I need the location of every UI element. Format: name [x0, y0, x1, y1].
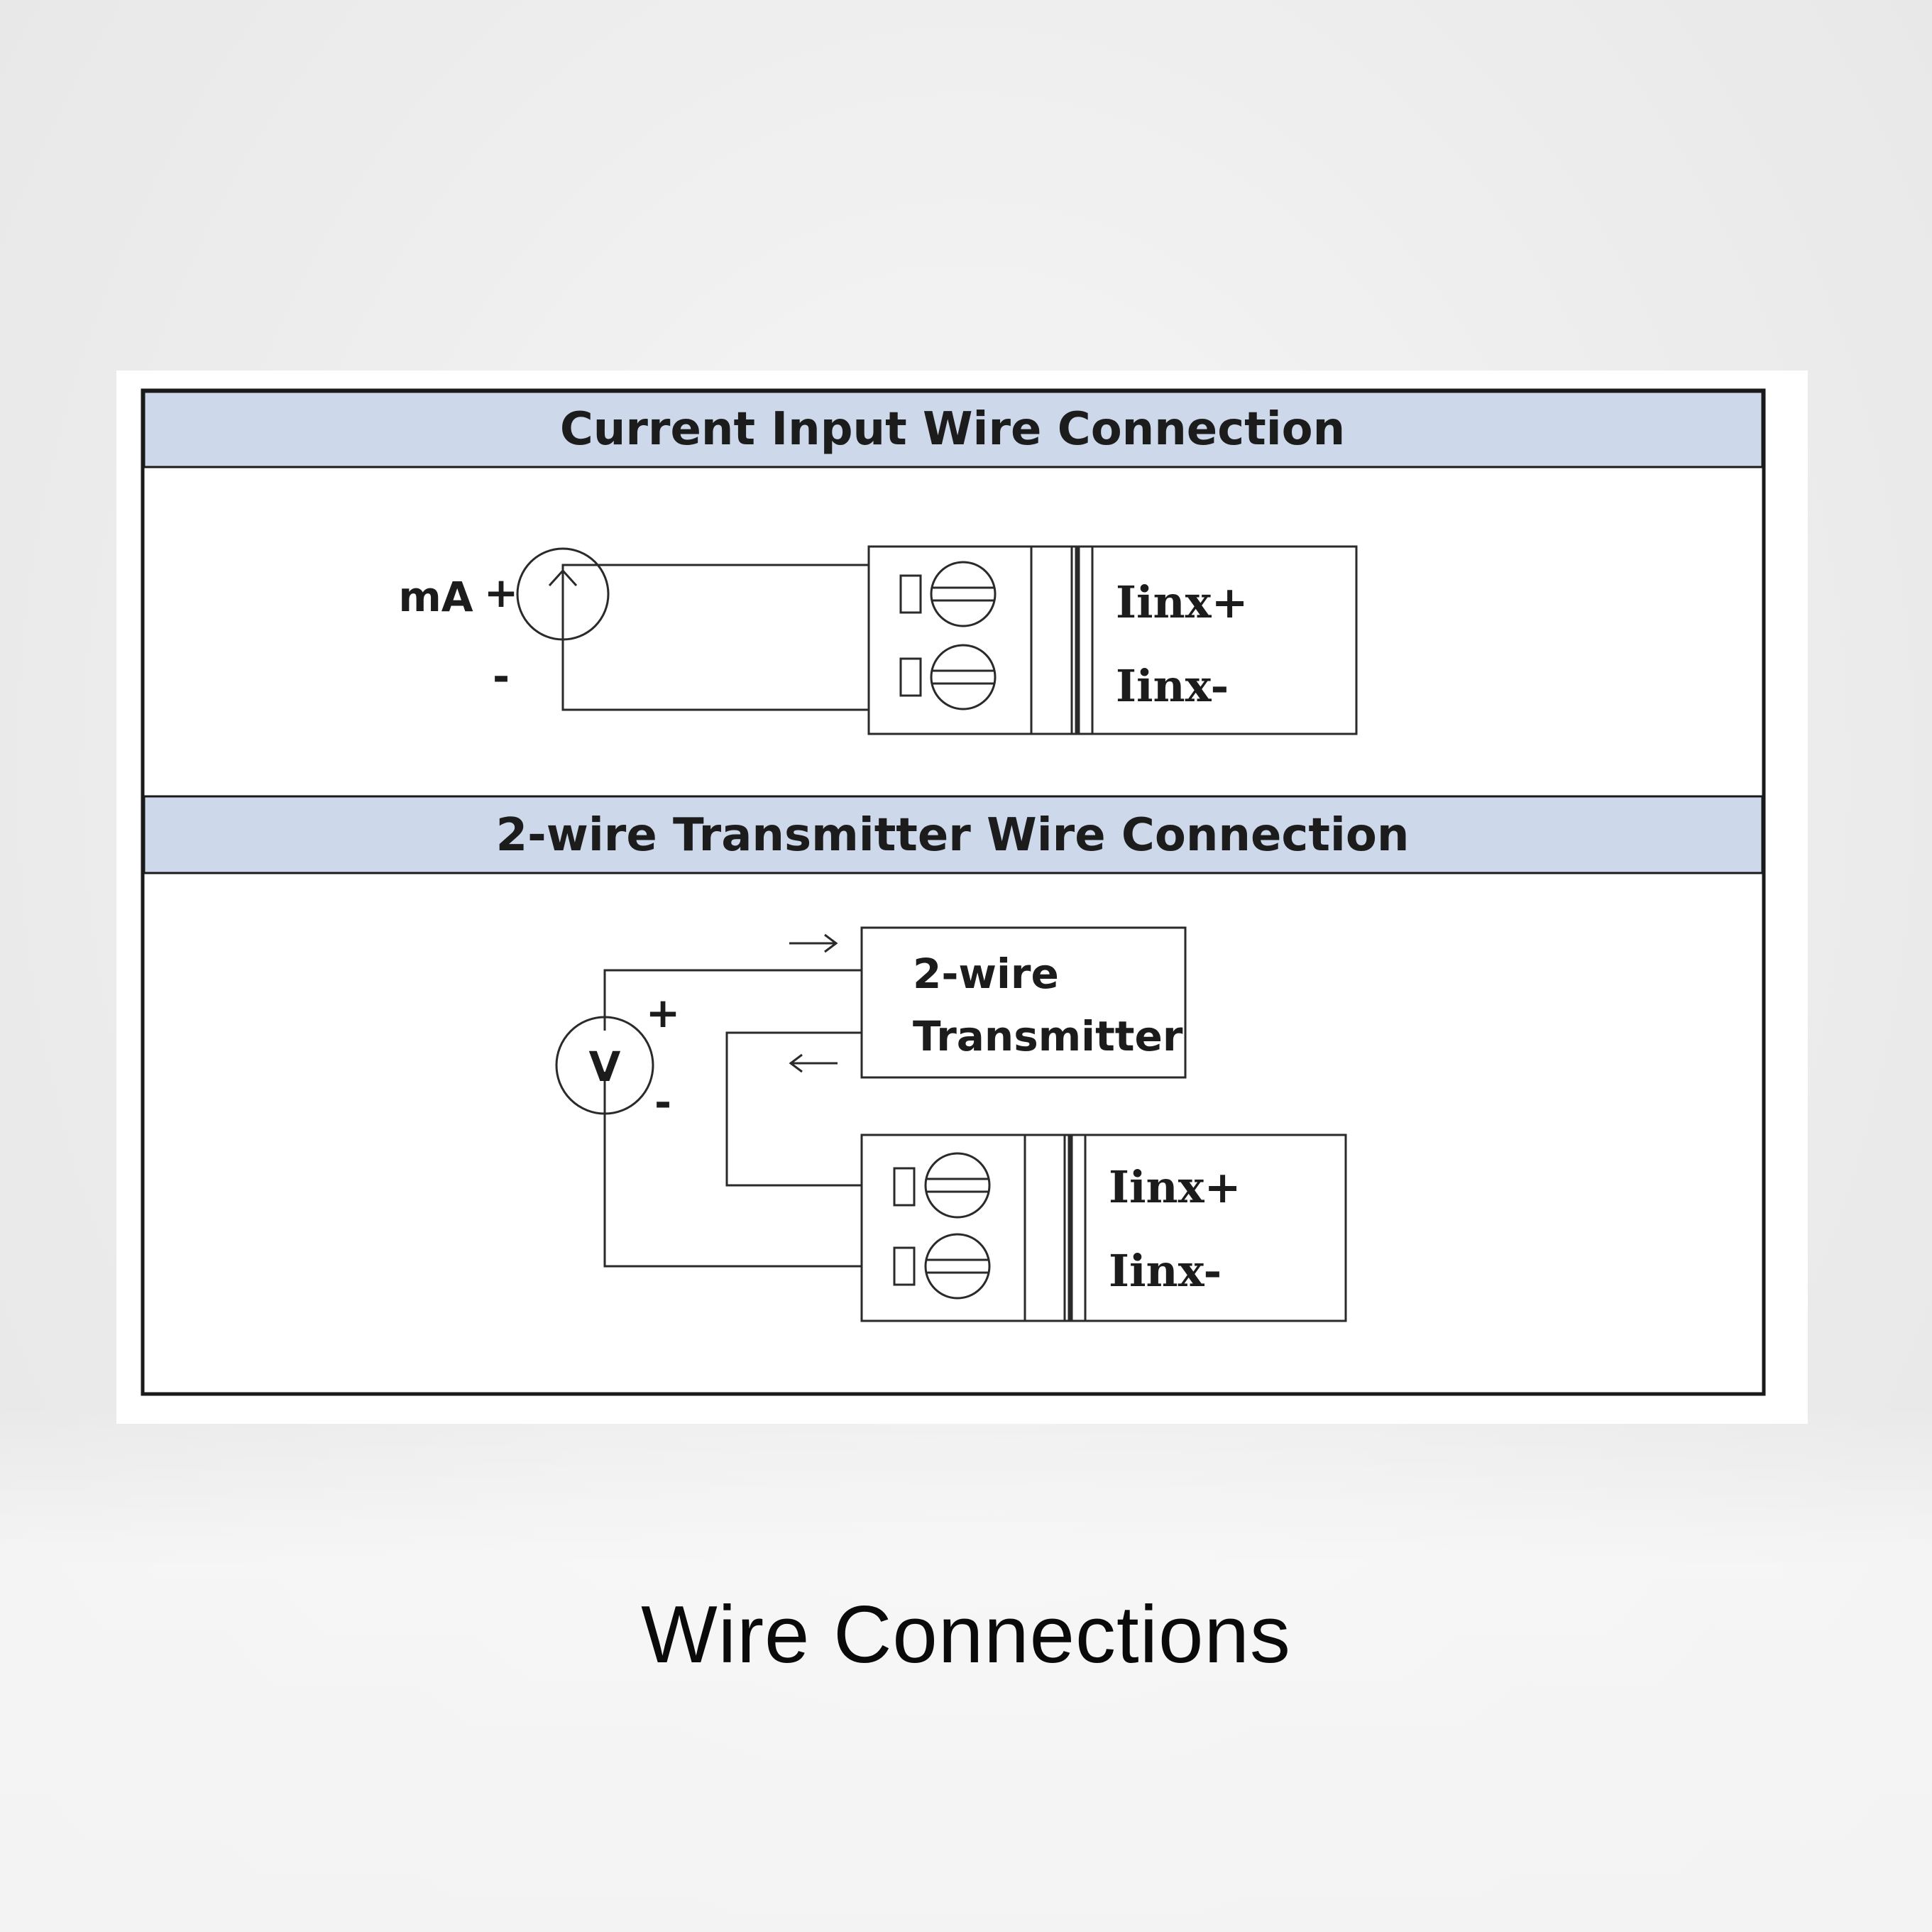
transmitter-label-line1: 2-wire — [913, 950, 1059, 998]
terminal-block-1 — [867, 545, 1358, 735]
wire-transmitter-to-iinx-plus — [725, 1031, 862, 1187]
transmitter-label-line2: Transmitter — [913, 1012, 1183, 1060]
arrow-up-icon — [548, 569, 578, 619]
terminal-minus-label: Iinx- — [1109, 1245, 1222, 1297]
screw-slot — [932, 669, 994, 685]
transmitter-circuit — [555, 926, 1347, 1322]
voltage-label: V — [589, 1043, 621, 1091]
screw-icon — [930, 561, 997, 627]
section1-header — [143, 390, 1764, 468]
arrow-left-icon — [789, 1053, 838, 1073]
terminal-block-outline — [860, 1134, 1347, 1322]
screw-icon — [924, 1233, 991, 1300]
section2-header — [143, 795, 1764, 874]
terminal-slot-icon — [893, 1167, 916, 1207]
ma-label: mA — [398, 573, 473, 621]
screw-slot — [926, 1258, 989, 1274]
wiring-diagram: Current Input Wire Connection 2-wire Tra… — [141, 388, 1766, 1396]
terminal-slot-icon — [899, 574, 922, 614]
section1-title: Current Input Wire Connection — [560, 403, 1345, 456]
terminal-slot-icon — [893, 1246, 916, 1286]
wire-v-minus-to-iinx-minus — [603, 1072, 862, 1268]
diagram-frame — [141, 388, 1766, 1396]
terminal-minus-label: Iinx- — [1116, 660, 1229, 712]
current-input-circuit — [516, 547, 869, 711]
transmitter-box — [860, 926, 1187, 1079]
wiring-diagram-panel: Current Input Wire Connection 2-wire Tra… — [116, 371, 1808, 1424]
wire-v-plus-to-transmitter — [603, 969, 862, 1031]
plus-sign: + — [646, 989, 681, 1037]
terminal-block-outline — [867, 545, 1358, 735]
screw-icon — [930, 644, 997, 710]
voltage-source-icon — [555, 1016, 654, 1115]
minus-sign: - — [493, 652, 510, 701]
background-floor — [0, 1405, 1932, 1932]
screw-icon — [924, 1152, 991, 1219]
current-source-icon — [516, 547, 610, 641]
terminal-plus-label: Iinx+ — [1109, 1161, 1241, 1213]
plus-sign: + — [484, 569, 519, 617]
screw-slot — [932, 586, 994, 602]
minus-sign: - — [654, 1078, 671, 1126]
caption: Wire Connections — [641, 1590, 1291, 1680]
screw-slot — [926, 1178, 989, 1193]
wire-minus — [561, 615, 869, 711]
terminal-plus-label: Iinx+ — [1116, 576, 1248, 628]
terminal-slot-icon — [899, 657, 922, 697]
arrow-right-icon — [789, 933, 838, 953]
section2-title: 2-wire Transmitter Wire Connection — [496, 809, 1410, 862]
